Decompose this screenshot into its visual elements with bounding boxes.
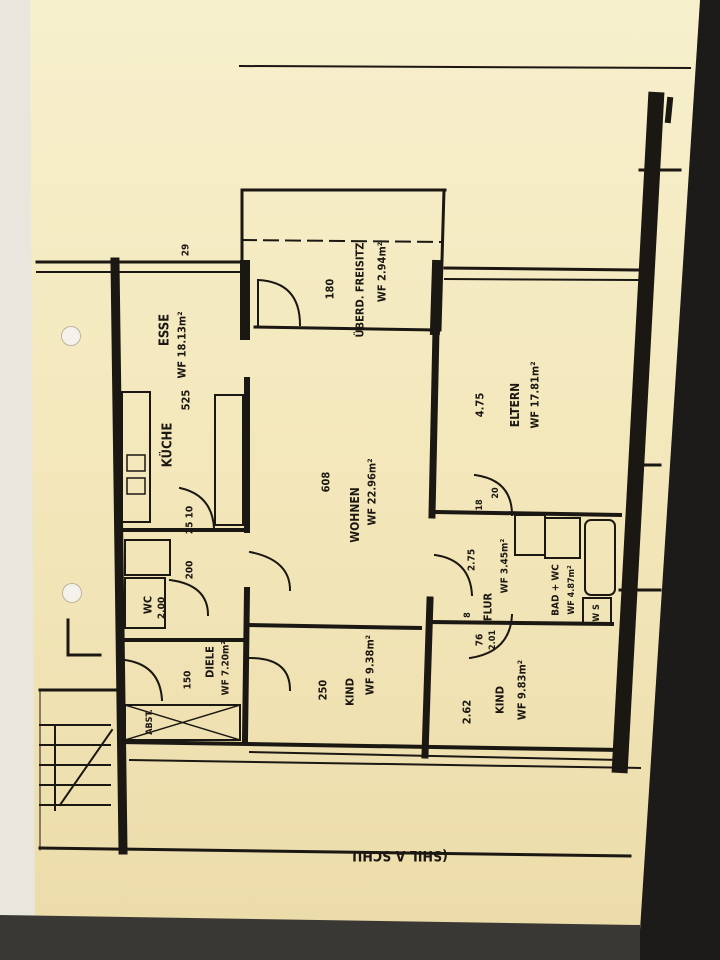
wc-area: 2.00 — [156, 596, 168, 620]
kind1-area: WF 9.38m² — [363, 634, 377, 696]
dimension-76: 76 — [474, 633, 486, 647]
eltern-label: ELTERN — [508, 382, 522, 428]
kind1-dimension: 250 — [316, 679, 330, 701]
dimension-door: 25 10 — [184, 505, 196, 535]
esse-area: WF 18.13m² — [175, 311, 189, 379]
bottom-caption: (SHIL A SCHU — [352, 847, 448, 863]
abst-label: ABST. — [145, 709, 155, 735]
kind2-label: KIND — [493, 686, 507, 714]
wc-label: WC — [141, 595, 155, 615]
dimension-18: 18 — [475, 499, 485, 511]
diele-dimension: 150 — [182, 670, 194, 690]
ueberd-area: WF 2.94m² — [375, 241, 389, 303]
flur-dimension: 2.75 — [466, 548, 478, 572]
dimension-20: 20 — [491, 487, 501, 499]
flur-area: WF 3.45m² — [499, 538, 511, 594]
ueberd-dimension: 180 — [323, 278, 337, 300]
eltern-dimension: 4.75 — [473, 392, 487, 418]
esse-dimension: 525 — [179, 389, 193, 411]
dimension-29: 29 — [180, 243, 192, 257]
wohnen-dimension: 608 — [319, 471, 333, 493]
diele-area: WF 7.20m² — [220, 640, 232, 696]
kind2-area: WF 9.83m² — [515, 659, 529, 721]
dimension-8: 8 — [463, 612, 473, 618]
punch-hole-bottom — [62, 583, 82, 603]
dimension-201: 2.01 — [488, 630, 498, 650]
punch-hole-top — [61, 326, 81, 346]
wc-dimension: 200 — [184, 560, 196, 580]
kind2-dimension: 2.62 — [460, 699, 474, 725]
paper-sheet — [30, 0, 700, 930]
bad-area: WF 4.87m² — [567, 565, 577, 615]
kind1-label: KIND — [343, 678, 357, 706]
wohnen-area: WF 22.96m² — [365, 458, 379, 526]
flur-label: FLUR — [481, 592, 495, 622]
ws-label: W S — [592, 604, 602, 622]
ueberd-label: ÜBERD. FREISITZ — [353, 242, 367, 338]
wohnen-label: WOHNEN — [348, 487, 362, 543]
diele-label: DIELE — [203, 646, 217, 678]
esse-label: ESSE — [157, 313, 173, 347]
kueche-label: KÜCHE — [160, 422, 176, 468]
eltern-area: WF 17.81m² — [528, 361, 542, 429]
bad-label: BAD + WC — [550, 564, 562, 616]
